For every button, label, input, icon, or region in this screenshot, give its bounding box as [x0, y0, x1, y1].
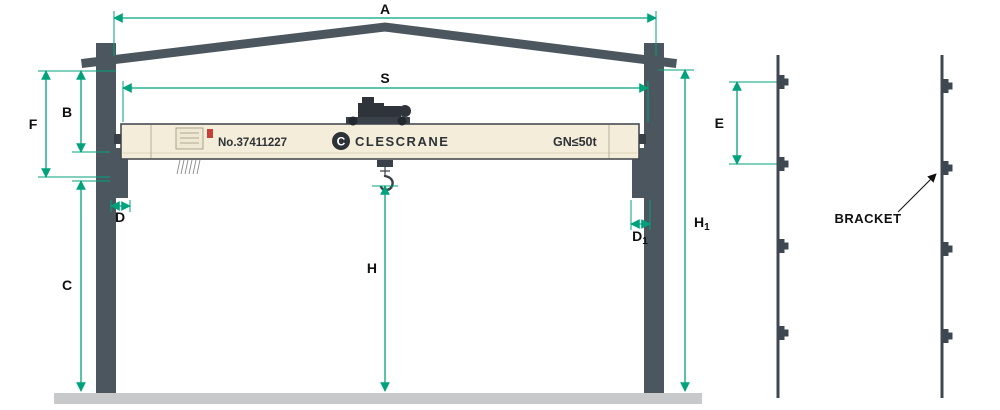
left-rail-bracket [113, 148, 128, 198]
bracket-icon [779, 157, 789, 171]
dimension-D: D [110, 200, 131, 225]
dimension-E: E [715, 81, 777, 165]
dimension-label-b: B [62, 104, 72, 120]
right-end-buffer [639, 134, 646, 144]
crane-serial-number: No.37411227 [218, 137, 287, 149]
bracket-icon [943, 79, 953, 93]
rear-column-brackets [943, 79, 953, 343]
hook-block [377, 160, 394, 192]
dimension-A: A [113, 1, 657, 56]
festoon-cables [176, 159, 201, 175]
dimension-label-h: H [367, 260, 377, 276]
front-column-brackets [779, 75, 789, 340]
floor [54, 393, 702, 404]
dimension-S: S [122, 70, 649, 122]
roof-beam [80, 22, 678, 69]
electrical-panel [175, 127, 204, 150]
brand-logo-letter: C [337, 135, 346, 149]
dimension-H: H [367, 185, 398, 392]
hoist-body [358, 103, 384, 117]
hoist-trolley [346, 97, 411, 126]
dimension-label-f: F [29, 116, 38, 132]
trolley-wheel-right [397, 116, 407, 126]
bracket-icon [779, 326, 789, 340]
dimension-C: C [62, 180, 110, 392]
bracket-icon [943, 242, 953, 256]
dimension-label-c: C [62, 277, 72, 293]
hook-crosshead [377, 160, 393, 167]
red-indicator [207, 129, 213, 138]
brand-name: CLESCRANE [355, 134, 449, 149]
bracket-icon [779, 75, 789, 89]
right-column [644, 43, 664, 395]
dimension-label-d1: D1 [632, 228, 648, 247]
dimension-label-d: D [115, 209, 125, 225]
hoist-motor [399, 105, 411, 117]
dimension-label-d1-base: D [632, 228, 642, 244]
dimension-H1: H1 [658, 69, 710, 392]
bracket-icon [779, 239, 789, 253]
dimension-label-h1-sub: 1 [704, 222, 710, 233]
brand-logo-icon [332, 132, 350, 150]
trolley-frame [346, 117, 410, 124]
hoist-top-box [362, 97, 374, 103]
left-column [96, 43, 116, 395]
right-rail-bracket [632, 148, 647, 198]
bracket-icon [943, 329, 953, 343]
dimension-B: B [62, 70, 110, 153]
bracket-leader-arrow [897, 173, 937, 213]
dimension-label-h1: H1 [694, 214, 710, 233]
side-view: BRACKET [776, 55, 953, 398]
bracket-icon [943, 161, 953, 175]
dimension-label-a: A [380, 1, 390, 17]
trolley-wheel-left [348, 116, 358, 126]
dimension-label-d1-sub: 1 [642, 236, 648, 247]
building-structure [54, 22, 702, 404]
dimension-label-h1-base: H [694, 214, 704, 230]
bracket-label: BRACKET [834, 211, 901, 226]
left-end-buffer [114, 134, 121, 144]
capacity-label: GN≤50t [553, 135, 598, 149]
dimension-D1: D1 [630, 200, 651, 247]
dimension-label-s: S [380, 70, 389, 86]
hook-icon [379, 174, 394, 192]
hoist-drum [384, 106, 401, 117]
dimension-label-e: E [715, 115, 724, 131]
crane-bridge: No.37411227 C CLESCRANE GN≤50t [114, 97, 646, 192]
